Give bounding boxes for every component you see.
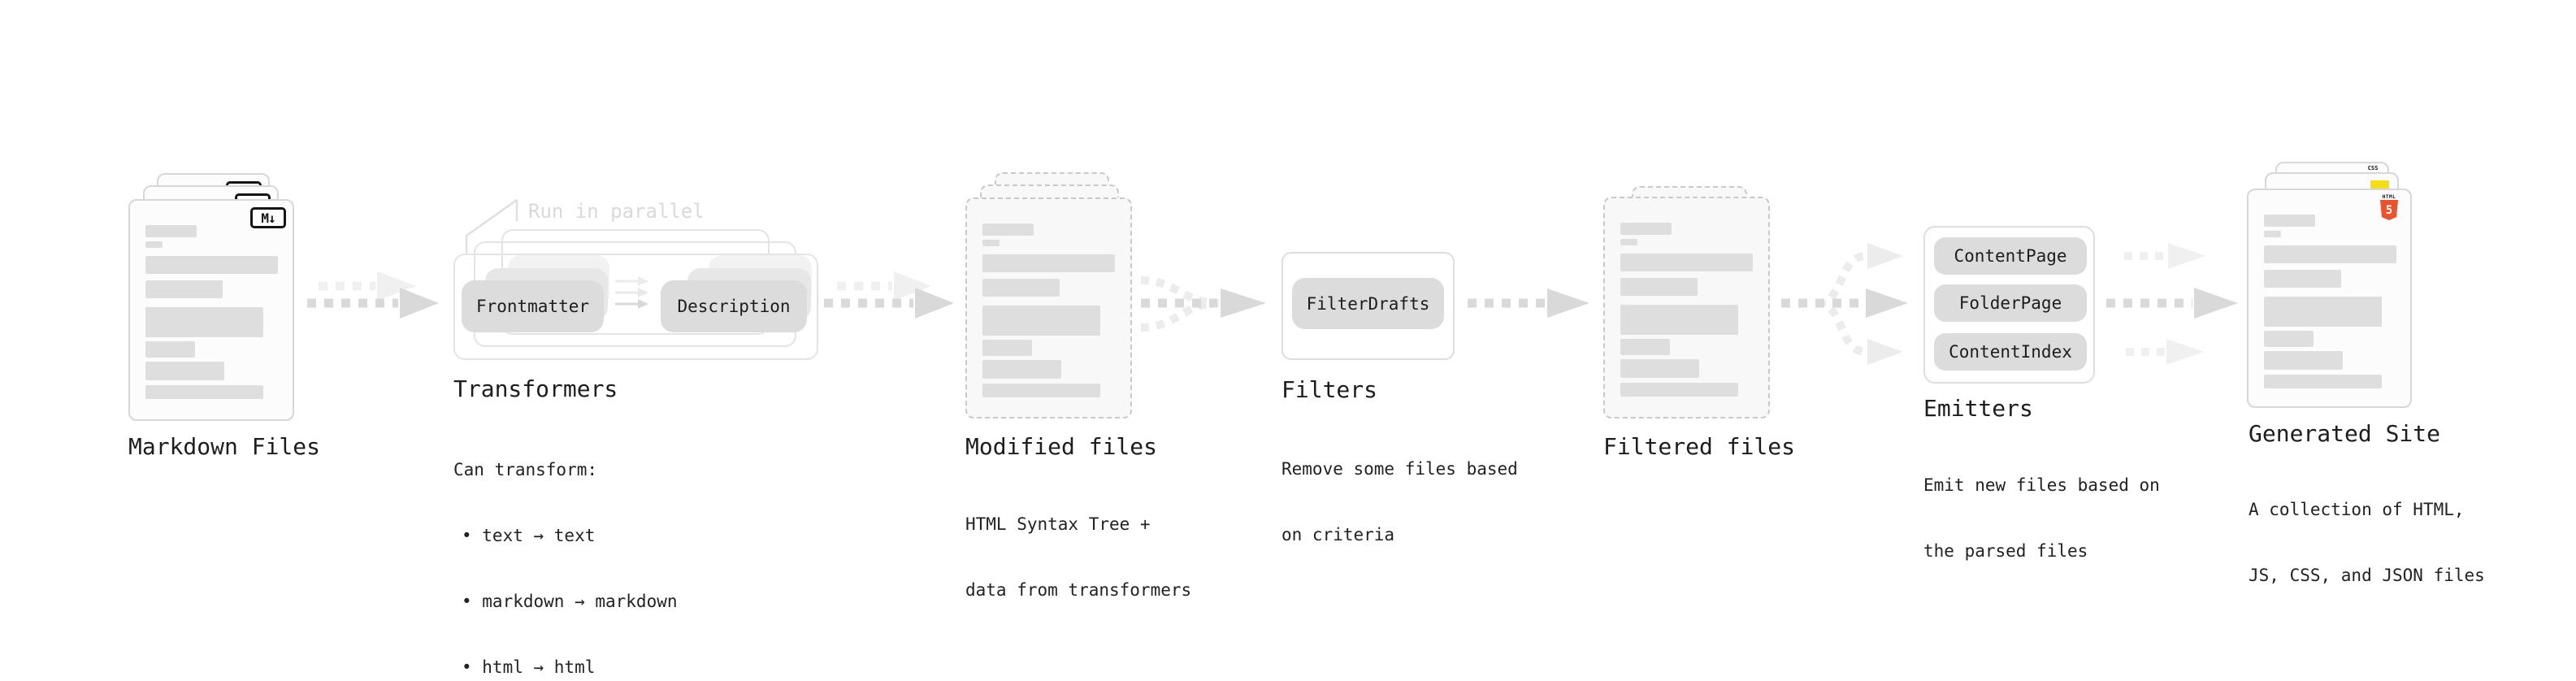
generated-site-label: Generated Site xyxy=(2249,420,2441,447)
arrow-filters-to-filtered xyxy=(1468,288,1589,318)
skeleton-line xyxy=(982,254,1115,272)
filters-heading: Filters xyxy=(1281,376,1378,403)
description-line: • markdown → markdown xyxy=(462,592,678,611)
html5-shield: 5 xyxy=(2380,200,2398,220)
skeleton-line xyxy=(1620,305,1738,335)
description-line: JS, CSS, and JSON files xyxy=(2249,566,2485,585)
emitters-heading: Emitters xyxy=(1923,395,2033,422)
skeleton-line xyxy=(145,241,163,248)
skeleton-line xyxy=(1620,383,1738,397)
markdown-files-label: Markdown Files xyxy=(128,433,321,460)
run-in-parallel-callout-line xyxy=(465,198,518,254)
markdown-icon: M↓ xyxy=(250,207,286,228)
modified-file-card-front xyxy=(965,197,1132,419)
js-badge-icon xyxy=(2370,180,2389,189)
modified-files-description: HTML Syntax Tree + data from transformer… xyxy=(965,470,1191,645)
description-transformer-chip: Description xyxy=(661,280,807,332)
contentpage-emitter-chip: ContentPage xyxy=(1934,237,2087,275)
transformer-frame-front xyxy=(453,254,818,360)
skeleton-line xyxy=(145,385,263,399)
skeleton-line xyxy=(1620,254,1753,271)
transformers-heading: Transformers xyxy=(453,375,618,402)
skeleton-line xyxy=(2264,231,2281,237)
markdown-file-card-front: M↓ xyxy=(128,199,294,421)
skeleton-line xyxy=(2264,245,2396,263)
skeleton-line xyxy=(145,362,224,380)
html5-icon: HTML 5 xyxy=(2379,194,2399,220)
frontmatter-transformer-chip: Frontmatter xyxy=(462,280,604,332)
skeleton-line xyxy=(982,306,1100,336)
skeleton-line xyxy=(2264,270,2341,288)
transformers-description: Can transform: • text → text • markdown … xyxy=(453,415,678,681)
generated-site-description: A collection of HTML, JS, CSS, and JSON … xyxy=(2249,455,2485,631)
skeleton-line xyxy=(145,256,278,274)
arrow-transformers-to-modified xyxy=(824,271,954,319)
emitters-description: Emit new files based on the parsed files xyxy=(1923,431,2160,606)
description-line: the parsed files xyxy=(1923,541,2088,561)
parallel-flow-arrows xyxy=(615,276,648,309)
skeleton-line xyxy=(982,340,1032,356)
skeleton-line xyxy=(2264,297,2382,327)
description-line: HTML Syntax Tree + xyxy=(965,514,1151,534)
arrow-emitters-to-generated xyxy=(2106,243,2238,365)
skeleton-line xyxy=(982,223,1034,236)
filters-description: Remove some files based on criteria xyxy=(1281,414,1518,590)
skeleton-line xyxy=(1620,239,1637,245)
skeleton-line xyxy=(2264,215,2315,227)
description-line: on criteria xyxy=(1281,525,1395,544)
skeleton-line xyxy=(2264,331,2314,347)
skeleton-line xyxy=(145,225,197,237)
folderpage-emitter-chip: FolderPage xyxy=(1934,284,2087,322)
skeleton-line xyxy=(982,240,1000,246)
skeleton-line xyxy=(982,384,1100,397)
skeleton-line xyxy=(2264,351,2343,370)
description-line: • text → text xyxy=(462,526,596,545)
skeleton-line xyxy=(145,341,195,358)
description-line: Can transform: xyxy=(453,460,598,479)
contentindex-emitter-chip: ContentIndex xyxy=(1934,333,2087,371)
description-line: • html → html xyxy=(462,657,596,677)
arrow-markdown-to-transformers xyxy=(307,271,439,319)
html5-label: HTML xyxy=(2382,194,2396,200)
arrow-modified-to-filters xyxy=(1140,276,1266,332)
description-line: A collection of HTML, xyxy=(2249,500,2465,519)
skeleton-line xyxy=(2264,375,2382,388)
run-in-parallel-annotation: Run in parallel xyxy=(528,200,705,223)
generated-html-file-card: HTML 5 xyxy=(2247,189,2412,408)
skeleton-line xyxy=(145,307,263,337)
skeleton-line xyxy=(982,360,1061,379)
skeleton-line xyxy=(1620,339,1670,355)
description-line: data from transformers xyxy=(965,580,1192,600)
skeleton-line xyxy=(1620,223,1672,235)
css-badge-label: CSS xyxy=(2367,165,2379,171)
modified-files-label: Modified files xyxy=(965,433,1158,460)
description-line: Remove some files based xyxy=(1281,459,1518,479)
skeleton-line xyxy=(1620,278,1698,296)
skeleton-line xyxy=(145,280,223,298)
description-line: Emit new files based on xyxy=(1923,475,2160,495)
arrow-filtered-to-emitters xyxy=(1781,243,1908,365)
filtered-file-card-front xyxy=(1603,197,1770,419)
filtered-files-label: Filtered files xyxy=(1603,433,1796,460)
skeleton-line xyxy=(982,279,1060,297)
skeleton-line xyxy=(1620,359,1699,378)
filterdrafts-chip: FilterDrafts xyxy=(1292,278,1444,329)
